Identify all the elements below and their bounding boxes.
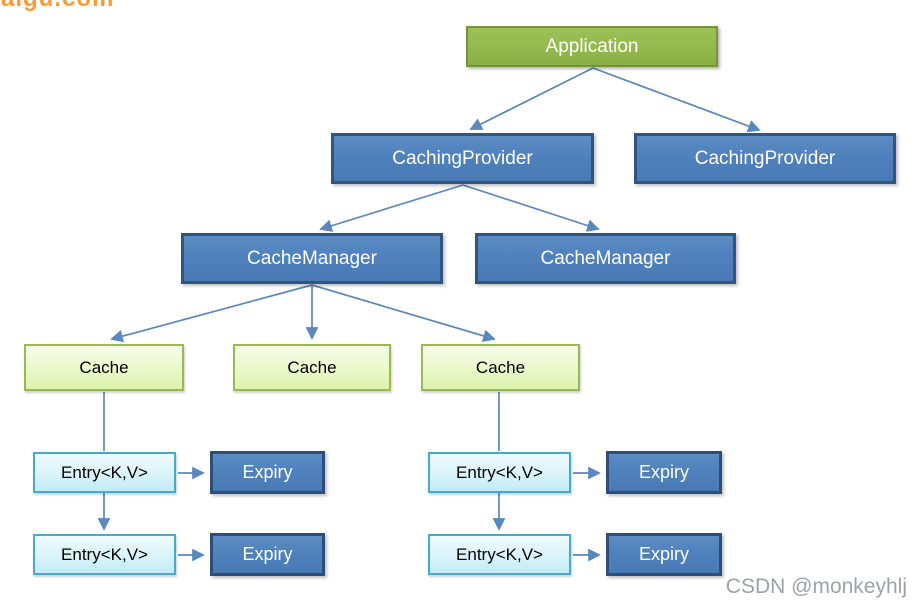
node-cache-1: Cache — [24, 344, 184, 391]
node-cache-2: Cache — [233, 344, 391, 391]
node-entry-3: Entry<K,V> — [428, 452, 571, 493]
node-caching-provider-left: CachingProvider — [331, 133, 594, 184]
watermark-csdn: CSDN @monkeyhlj — [725, 575, 907, 598]
node-entry-4: Entry<K,V> — [428, 534, 571, 575]
edge-application-cachingprovider-right — [592, 67, 761, 133]
node-expiry-4: Expiry — [606, 533, 722, 576]
node-entry-2: Entry<K,V> — [33, 534, 176, 575]
node-cache-manager-right: CacheManager — [475, 233, 736, 284]
node-entry-1: Entry<K,V> — [33, 452, 176, 493]
node-application: Application — [466, 26, 718, 67]
edge-application-cachingprovider-left — [469, 67, 594, 130]
node-expiry-3: Expiry — [606, 451, 722, 494]
node-cache-manager-left: CacheManager — [181, 233, 443, 284]
node-caching-provider-right: CachingProvider — [634, 133, 896, 184]
node-expiry-1: Expiry — [210, 451, 325, 494]
edge-cachingprovider-cachemanager-right — [462, 184, 600, 232]
edge-cachemanager-cache-1 — [110, 284, 313, 343]
edge-cachemanager-cache-3 — [311, 284, 496, 343]
edge-cachingprovider-cachemanager-left — [319, 184, 464, 232]
node-expiry-2: Expiry — [210, 533, 325, 576]
node-cache-3: Cache — [421, 344, 580, 391]
watermark-top-left: aigu.com — [1, 0, 114, 13]
